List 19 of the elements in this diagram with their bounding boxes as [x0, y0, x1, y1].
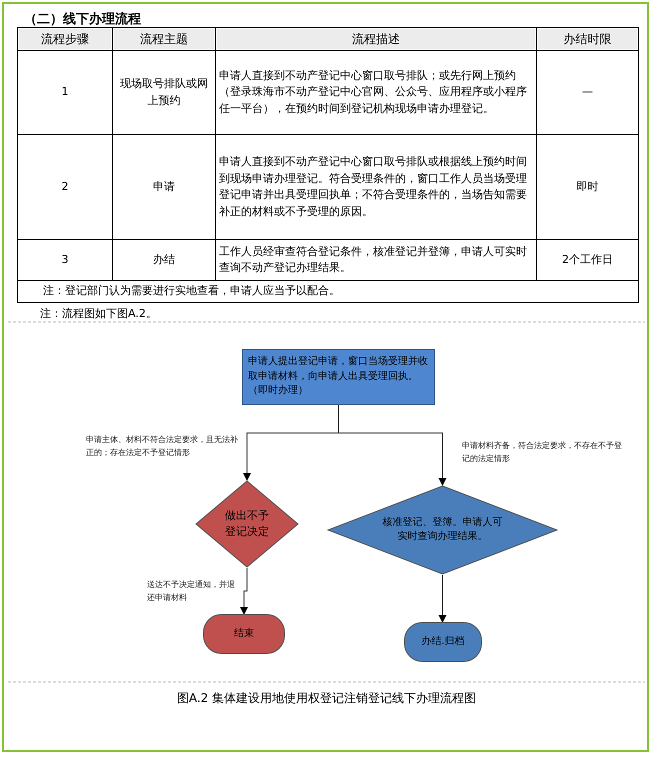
- edge-label: 申请主体、材料不符合法定要求，且无法补正的；存在法定不予登记情形: [86, 434, 238, 459]
- process-box: 申请人提出登记申请，窗口当场受理并收取申请材料，向申请人出具受理回执。（即时办理）: [242, 349, 435, 405]
- figure-caption: 图A.2 集体建设用地使用权登记注销登记线下办理流程图: [176, 690, 478, 707]
- terminal-box: 结束: [203, 614, 285, 654]
- decision-diamond: 做出不予登记决定: [195, 480, 299, 568]
- column-header: 流程步骤: [17, 27, 113, 51]
- decision-diamond: 核准登记、登簿。申请人可实时查询办理结果。: [327, 485, 558, 575]
- edge-label: 送达不予决定通知，并退还申请材料: [147, 579, 235, 604]
- column-header: 办结时限: [536, 27, 639, 51]
- arrow: [240, 568, 248, 615]
- column-header: 流程主题: [112, 27, 216, 51]
- section-title: （二）线下办理流程: [24, 10, 141, 28]
- arrow: [338, 404, 446, 486]
- arrow: [438, 574, 446, 623]
- table-note: 注：登记部门认为需要进行实地查看，申请人应当予以配合。: [17, 280, 639, 303]
- terminal-box: 办结.归档: [404, 622, 482, 662]
- note-text: 注：流程图如下图A.2。: [40, 306, 157, 321]
- edge-label: 申请材料齐备，符合法定要求，不存在不予登记的法定情形: [462, 440, 623, 465]
- column-header: 流程描述: [215, 27, 537, 51]
